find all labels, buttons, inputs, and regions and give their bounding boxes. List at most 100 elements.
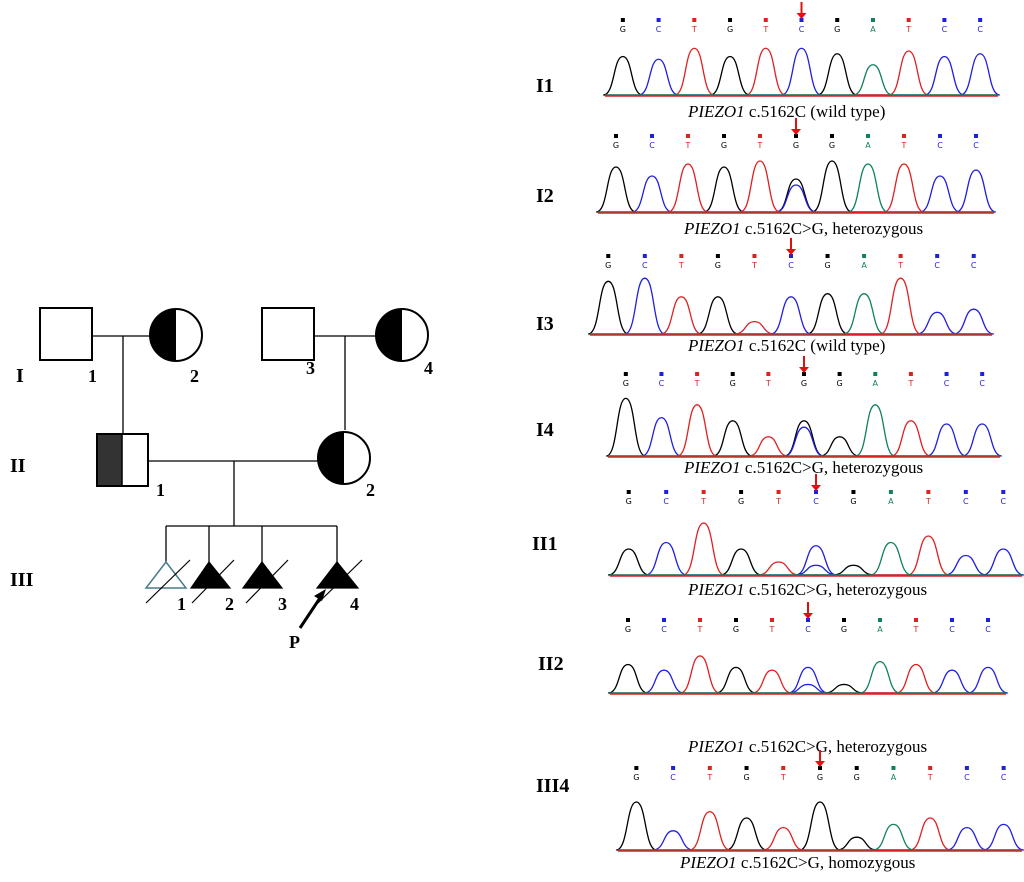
individual-number: 3 [306, 358, 315, 378]
carrier-half-fill [97, 434, 122, 486]
individual-III4: 4 P [289, 559, 363, 652]
base-call-marker [866, 134, 870, 138]
base-call-letter: A [870, 25, 876, 34]
base-call-letter: C [659, 379, 665, 388]
trace-A [618, 823, 1022, 851]
individual-number: 4 [350, 594, 359, 614]
base-call-marker [825, 254, 830, 258]
base-call-marker [614, 134, 618, 138]
base-call-letter: G [623, 379, 629, 388]
base-call-marker [818, 766, 822, 770]
base-call-letter: G [793, 141, 799, 150]
carrier-half-fill [376, 309, 402, 361]
base-call-marker [686, 134, 690, 138]
base-call-marker [964, 766, 969, 770]
base-call-letter: C [656, 25, 662, 34]
base-call-letter: G [817, 773, 823, 782]
generation-label-I: I [16, 365, 24, 387]
base-call-letter: C [944, 379, 950, 388]
proband-arrow [298, 594, 324, 629]
mutation-arrow [811, 474, 821, 491]
base-call-letter: G [824, 261, 830, 270]
base-call-marker [650, 134, 654, 138]
base-call-letter: A [888, 497, 894, 506]
base-call-letter: C [788, 261, 794, 270]
base-call-marker [626, 490, 631, 494]
base-call-marker [854, 766, 859, 770]
base-call-letter: C [661, 625, 667, 634]
base-call-letter: G [626, 497, 632, 506]
base-call-letter: G [850, 497, 856, 506]
base-call-marker [898, 254, 903, 258]
trace-C [618, 823, 1024, 851]
individual-number: 2 [225, 594, 234, 614]
base-call-marker [942, 18, 947, 22]
sample-label: I2 [536, 185, 554, 207]
base-call-letter: C [805, 625, 811, 634]
base-call-letter: T [780, 773, 786, 782]
generation-label-II: II [10, 455, 26, 477]
variant-caption: PIEZO1 c.5162C>G, heterozygous [683, 219, 923, 238]
base-call-letter: T [706, 773, 712, 782]
base-call-marker [734, 618, 738, 622]
trace-C [605, 47, 1001, 96]
male-symbol [261, 307, 315, 361]
base-call-marker [873, 372, 878, 376]
base-call-letter: G [733, 625, 739, 634]
trace-T [610, 655, 1006, 694]
pedigree-chart: I II III 1 2 3 [10, 307, 433, 652]
trace-T [590, 277, 992, 335]
base-call-letter: A [865, 141, 871, 150]
female-symbol [149, 308, 203, 362]
base-call-marker [620, 18, 625, 22]
base-call-letter: G [721, 141, 727, 150]
base-call-letter: T [897, 261, 903, 270]
individual-I1: 1 [39, 307, 97, 386]
base-call-letter: G [620, 25, 626, 34]
base-call-letter: T [907, 379, 913, 388]
base-call-letter: T [757, 141, 763, 150]
base-call-letter: C [977, 25, 983, 34]
base-call-letter: C [649, 141, 655, 150]
individual-III1: 1 [144, 559, 191, 614]
individual-II1: 1 [96, 433, 165, 500]
base-call-marker [634, 766, 639, 770]
gene-name: PIEZO1 [687, 737, 745, 756]
base-call-marker [679, 254, 684, 258]
base-call-letter: A [861, 261, 867, 270]
trace-G [608, 663, 1006, 694]
base-call-marker [851, 490, 856, 494]
mutation-arrow [799, 356, 809, 373]
sample-label: III4 [536, 775, 569, 797]
base-call-letter: G [727, 25, 733, 34]
base-call-letter: T [700, 497, 706, 506]
trace-A [598, 163, 994, 213]
relationship-lines [92, 335, 376, 562]
base-call-marker [944, 372, 949, 376]
base-call-marker [728, 18, 733, 22]
base-call-marker [781, 766, 786, 770]
base-call-marker [626, 618, 630, 622]
base-call-marker [695, 372, 700, 376]
base-call-marker [701, 490, 706, 494]
proband-arrowhead [314, 589, 326, 601]
base-call-marker [870, 18, 875, 22]
base-call-letter: C [670, 773, 676, 782]
base-call-marker [1001, 766, 1006, 770]
deceased-slash [245, 559, 289, 604]
variant-text: c.5162C>G, heterozygous [741, 219, 923, 238]
base-call-letter: T [905, 25, 911, 34]
proband-label: P [289, 632, 300, 652]
base-call-letter: T [691, 25, 697, 34]
base-call-letter: C [934, 261, 940, 270]
base-call-marker [766, 372, 771, 376]
mutation-arrow [815, 750, 825, 767]
base-call-marker [950, 618, 954, 622]
individual-number: 3 [278, 594, 287, 614]
base-call-letter: T [685, 141, 691, 150]
base-call-marker [770, 618, 774, 622]
base-call-letter: T [775, 497, 781, 506]
sample-label: II1 [532, 533, 558, 555]
base-call-marker [938, 134, 942, 138]
